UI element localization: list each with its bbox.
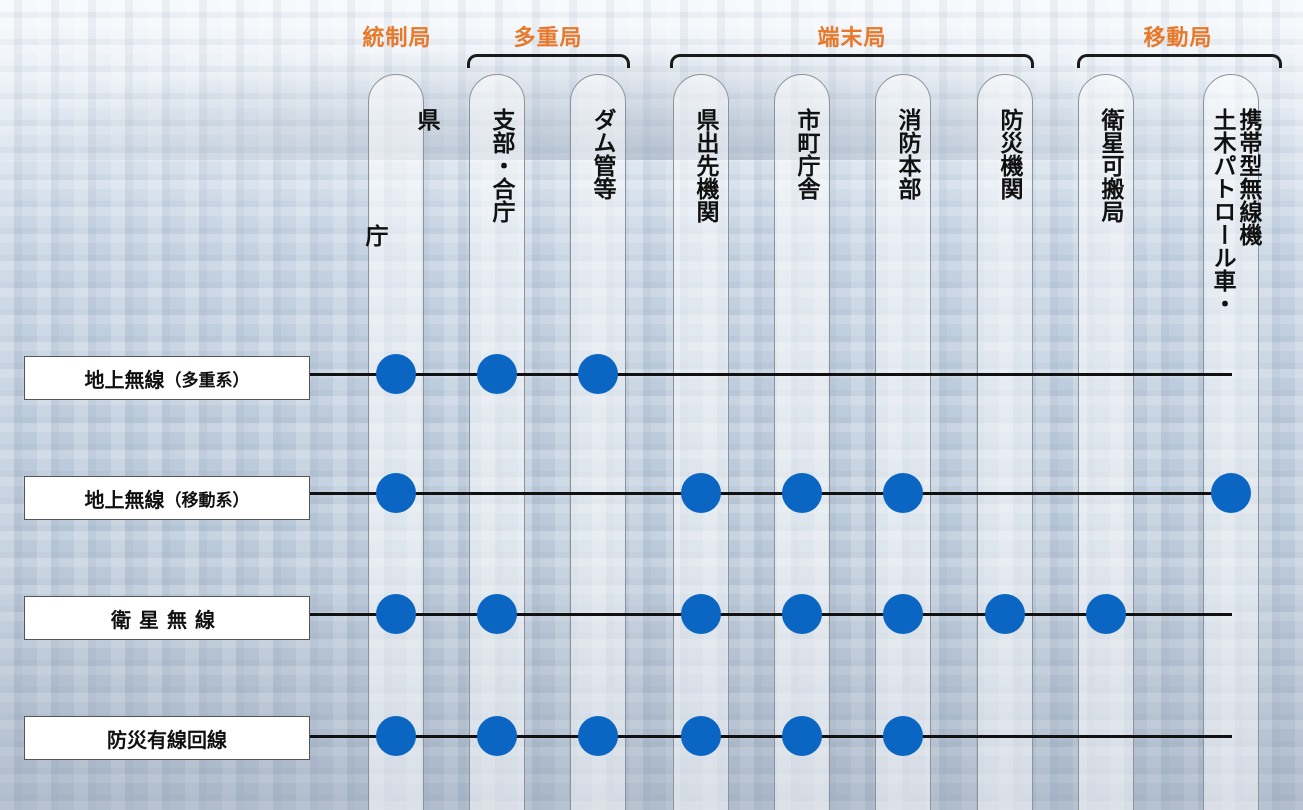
column-label-satellite-portable: 衛星可搬局 bbox=[1078, 108, 1134, 368]
row-label-terrestrial-mobile: 地上無線（移動系） bbox=[24, 476, 310, 520]
column-label-line: 消防本部 bbox=[894, 108, 920, 200]
node-wired-municipal bbox=[782, 716, 822, 756]
node-wired-pref-office bbox=[681, 716, 721, 756]
node-satellite-branch bbox=[477, 594, 517, 634]
column-pref-office bbox=[673, 74, 729, 810]
node-terrestrial-mobile-fire bbox=[883, 473, 923, 513]
node-wired-fire bbox=[883, 716, 923, 756]
column-label-line: 防災機関 bbox=[996, 108, 1022, 200]
row-label-main: 地上無線 bbox=[84, 367, 165, 392]
column-label-prefecture: 県庁 bbox=[361, 108, 439, 368]
column-label-line: 衛星可搬局 bbox=[1097, 108, 1123, 223]
group-title-mobile: 移動局 bbox=[1143, 26, 1213, 51]
node-satellite-disaster bbox=[985, 594, 1025, 634]
column-label-line: 庁 bbox=[361, 224, 387, 247]
column-label-disaster: 防災機関 bbox=[977, 108, 1033, 368]
column-label-line: 県 bbox=[413, 108, 439, 131]
node-terrestrial-multiplex-dam bbox=[578, 354, 618, 394]
group-title-control: 統制局 bbox=[362, 26, 432, 51]
node-terrestrial-mobile-municipal bbox=[782, 473, 822, 513]
group-title-multiplex: 多重局 bbox=[513, 26, 583, 51]
node-satellite-prefecture bbox=[376, 594, 416, 634]
node-satellite-fire bbox=[883, 594, 923, 634]
row-label-wired: 防災有線回線 bbox=[24, 716, 310, 760]
node-wired-prefecture bbox=[376, 716, 416, 756]
column-label-handheld: 携帯型無線機土木パトロール車・ bbox=[1203, 108, 1261, 368]
column-label-branch: 支部・合庁 bbox=[469, 108, 525, 368]
column-municipal bbox=[774, 74, 830, 810]
node-satellite-satellite-portable bbox=[1086, 594, 1126, 634]
row-label-paren: （移動系） bbox=[164, 490, 250, 511]
row-line-satellite bbox=[310, 613, 1232, 616]
row-label-paren: （多重系） bbox=[164, 370, 250, 391]
column-disaster bbox=[977, 74, 1033, 810]
column-label-dam: ダム管等 bbox=[570, 108, 626, 368]
node-terrestrial-multiplex-branch bbox=[477, 354, 517, 394]
column-dam bbox=[570, 74, 626, 810]
node-satellite-pref-office bbox=[681, 594, 721, 634]
column-prefecture bbox=[368, 74, 424, 810]
column-label-line: 県出先機関 bbox=[692, 108, 718, 223]
column-branch bbox=[469, 74, 525, 810]
node-wired-branch bbox=[477, 716, 517, 756]
bracket-terminal bbox=[670, 54, 1034, 68]
column-label-line: 支部・合庁 bbox=[488, 108, 514, 223]
row-label-main: 地上無線 bbox=[84, 487, 165, 512]
column-label-pref-office: 県出先機関 bbox=[673, 108, 729, 368]
row-label-satellite: 衛星無線 bbox=[24, 596, 310, 640]
bracket-mobile bbox=[1077, 54, 1282, 68]
column-label-line: 携帯型無線機 bbox=[1235, 108, 1261, 246]
column-satellite-portable bbox=[1078, 74, 1134, 810]
node-terrestrial-mobile-pref-office bbox=[681, 473, 721, 513]
node-terrestrial-mobile-prefecture bbox=[376, 473, 416, 513]
row-label-terrestrial-multiplex: 地上無線（多重系） bbox=[24, 356, 310, 400]
column-label-line: 土木パトロール車・ bbox=[1209, 108, 1235, 315]
column-handheld bbox=[1203, 74, 1259, 810]
node-wired-dam bbox=[578, 716, 618, 756]
column-label-line: ダム管等 bbox=[589, 108, 615, 200]
column-label-municipal: 市町庁舎 bbox=[774, 108, 830, 368]
row-label-main: 衛星無線 bbox=[111, 607, 223, 632]
row-line-wired bbox=[310, 735, 1232, 738]
column-label-line: 市町庁舎 bbox=[793, 108, 819, 200]
row-line-terrestrial-mobile bbox=[310, 492, 1232, 495]
column-fire bbox=[875, 74, 931, 810]
row-label-main: 防災有線回線 bbox=[107, 727, 227, 752]
column-label-fire: 消防本部 bbox=[875, 108, 931, 368]
node-satellite-municipal bbox=[782, 594, 822, 634]
group-title-terminal: 端末局 bbox=[817, 26, 887, 51]
row-line-terrestrial-multiplex bbox=[310, 373, 1232, 376]
node-terrestrial-multiplex-prefecture bbox=[376, 354, 416, 394]
node-terrestrial-mobile-handheld bbox=[1211, 473, 1251, 513]
bracket-multiplex bbox=[467, 54, 630, 68]
